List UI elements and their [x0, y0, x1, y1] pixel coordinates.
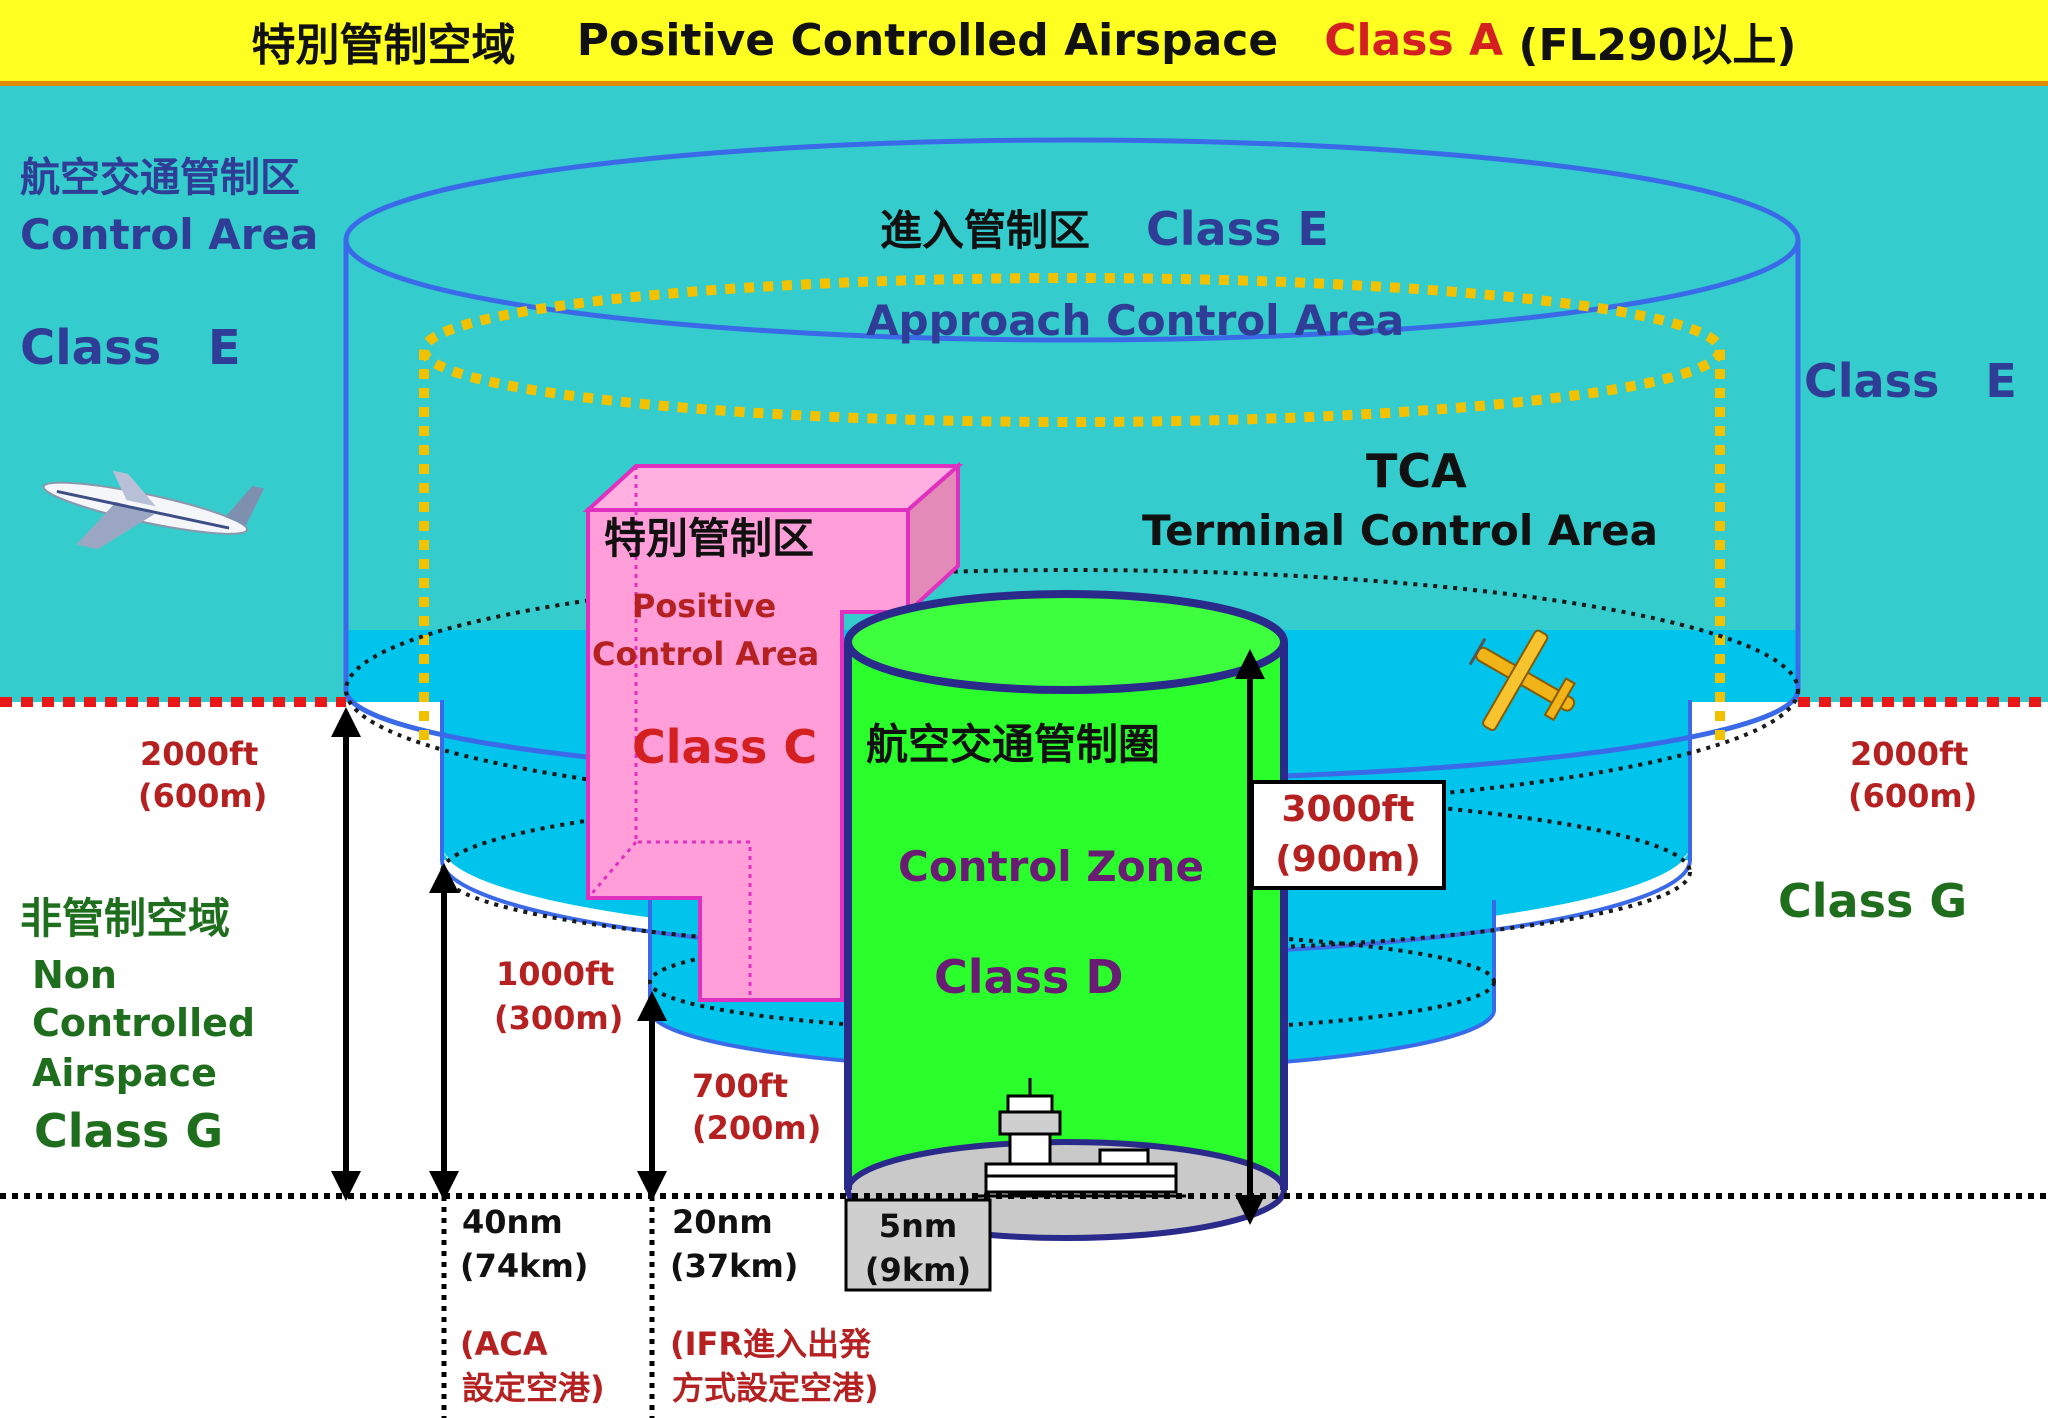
approach-cylinder-top — [343, 137, 1801, 343]
right-2000-ft: 2000ft — [1850, 735, 1969, 773]
control-area-class: Class E — [20, 320, 241, 376]
r20-km: (37km) — [670, 1247, 799, 1285]
h1000-m: (300m) — [494, 999, 624, 1037]
light-aircraft-icon — [1468, 629, 1576, 732]
r20-note-1: (IFR進入出発 — [670, 1325, 872, 1363]
pca-block-side — [906, 461, 960, 617]
airliner-icon — [42, 470, 265, 550]
pca-jp: 特別管制区 — [604, 514, 815, 563]
h3000-ft: 3000ft — [1281, 789, 1415, 830]
control-zone-en: Control Zone — [898, 842, 1204, 891]
tca-abbr: TCA — [1366, 444, 1467, 498]
pca-block-top — [582, 464, 964, 512]
title-jp: 特別管制空域 — [251, 19, 516, 71]
non-controlled-jp: 非管制空域 — [20, 894, 231, 943]
approach-en: Approach Control Area — [866, 296, 1405, 345]
approach-jp: 進入管制区 — [880, 206, 1091, 255]
tca-en: Terminal Control Area — [1142, 506, 1658, 555]
terminal-building-icon — [974, 1148, 1186, 1198]
r40-note-1: (ACA — [460, 1325, 548, 1363]
pca-en-line2: Control Area — [592, 635, 820, 673]
right-2000-m: (600m) — [1848, 777, 1978, 815]
approach-class: Class E — [1146, 202, 1329, 256]
control-area-jp: 航空交通管制区 — [20, 155, 300, 201]
non-controlled-class: Class G — [34, 1104, 224, 1158]
non-controlled-en-3: Airspace — [32, 1051, 217, 1095]
r20-nm: 20nm — [672, 1203, 773, 1241]
title-bar: 特別管制空域 Positive Controlled Airspace Clas… — [0, 0, 2048, 86]
r20-note-2: 方式設定空港) — [672, 1369, 879, 1407]
r5-km: (9km) — [864, 1251, 972, 1289]
title-class-a: Class A — [1324, 15, 1504, 66]
r40-km: (74km) — [460, 1247, 589, 1285]
non-controlled-en-1: Non — [32, 953, 117, 997]
r5-nm: 5nm — [878, 1207, 958, 1245]
control-area-en: Control Area — [20, 210, 319, 259]
left-2000-ft: 2000ft — [140, 735, 259, 773]
title-en: Positive Controlled Airspace — [576, 15, 1279, 66]
floor-ellipse-1000 — [440, 790, 1692, 954]
title-fl: (FL290以上) — [1518, 19, 1797, 71]
r40-nm: 40nm — [462, 1203, 563, 1241]
control-zone-top — [844, 590, 1288, 694]
pca-class: Class C — [632, 720, 818, 774]
control-zone-class: Class D — [934, 950, 1124, 1004]
non-controlled-en-2: Controlled — [32, 1001, 256, 1045]
h700-m: (200m) — [692, 1109, 822, 1147]
h700-ft: 700ft — [692, 1067, 789, 1105]
pca-en-line1: Positive — [631, 587, 777, 625]
h1000-ft: 1000ft — [496, 955, 615, 993]
control-zone-jp: 航空交通管制圏 — [866, 720, 1161, 769]
control-zone-body — [848, 642, 1284, 1190]
radius-5nm-box — [844, 1198, 992, 1292]
right-class-e: Class E — [1804, 354, 2017, 408]
left-2000-m: (600m) — [138, 777, 268, 815]
h3000-m: (900m) — [1275, 839, 1421, 880]
right-class-g: Class G — [1778, 874, 1968, 928]
height-3000-box — [1250, 780, 1446, 890]
r40-note-2: 設定空港) — [462, 1369, 605, 1407]
